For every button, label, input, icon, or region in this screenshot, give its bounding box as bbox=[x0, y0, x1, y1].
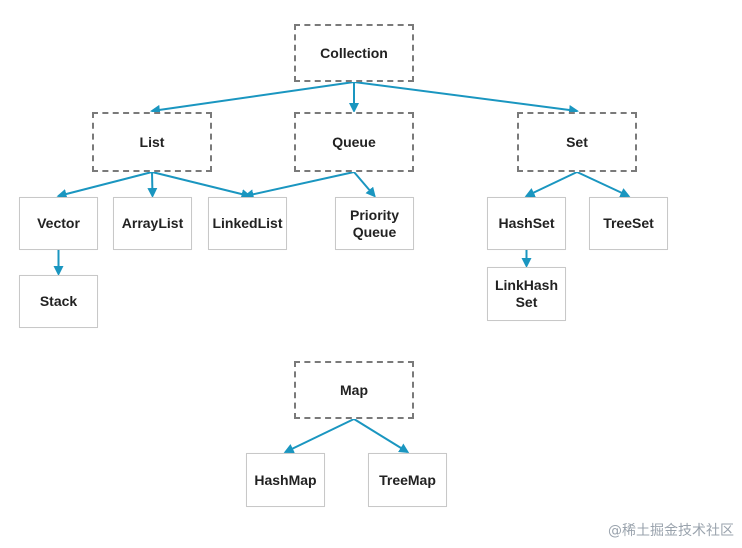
collection-node: Collection bbox=[294, 24, 414, 82]
arrow-collection-to-set bbox=[353, 81, 579, 115]
linkhashset-label: LinkHash Set bbox=[494, 277, 558, 310]
queue-node: Queue bbox=[294, 112, 414, 172]
map-node: Map bbox=[294, 361, 414, 419]
stack-node: Stack bbox=[19, 275, 98, 328]
queue-label: Queue bbox=[332, 133, 376, 150]
arrow-map-to-treemap bbox=[353, 418, 410, 454]
vector-label: Vector bbox=[37, 215, 80, 231]
hashset-label: HashSet bbox=[498, 215, 555, 231]
set-node: Set bbox=[517, 112, 637, 172]
treemap-node: TreeMap bbox=[368, 453, 447, 507]
hashset-node: HashSet bbox=[487, 197, 566, 250]
priorityqueue-node: Priority Queue bbox=[335, 197, 414, 250]
treeset-label: TreeSet bbox=[603, 215, 654, 231]
linkhashset-node: LinkHash Set bbox=[487, 267, 566, 321]
arrow-map-to-hashmap bbox=[283, 418, 355, 454]
watermark-text: @稀土掘金技术社区 bbox=[608, 523, 734, 539]
collection-label: Collection bbox=[320, 44, 388, 61]
arrow-set-to-hashset bbox=[524, 171, 578, 198]
arraylist-node: ArrayList bbox=[113, 197, 192, 250]
map-label: Map bbox=[340, 381, 368, 398]
list-label: List bbox=[139, 133, 165, 150]
arrow-list-to-vector bbox=[56, 171, 153, 199]
treemap-label: TreeMap bbox=[379, 471, 436, 488]
arrow-queue-to-priorityqueue bbox=[353, 171, 376, 198]
linkedlist-node: LinkedList bbox=[208, 197, 287, 250]
arrow-queue-to-linkedlist bbox=[243, 171, 355, 200]
linkedlist-label: LinkedList bbox=[212, 215, 283, 231]
priorityqueue-label: Priority Queue bbox=[349, 206, 399, 240]
treeset-node: TreeSet bbox=[589, 197, 668, 250]
arrow-list-to-arraylist bbox=[147, 171, 158, 198]
set-label: Set bbox=[566, 133, 588, 150]
list-node: List bbox=[92, 112, 212, 172]
arrow-set-to-treeset bbox=[576, 171, 631, 198]
arraylist-label: ArrayList bbox=[121, 215, 184, 231]
arrow-list-to-linkedlist bbox=[151, 171, 252, 199]
arrow-collection-to-list bbox=[150, 81, 355, 115]
stack-label: Stack bbox=[39, 293, 78, 309]
vector-node: Vector bbox=[19, 197, 98, 250]
hashmap-node: HashMap bbox=[246, 453, 325, 507]
hashmap-label: HashMap bbox=[254, 471, 317, 488]
